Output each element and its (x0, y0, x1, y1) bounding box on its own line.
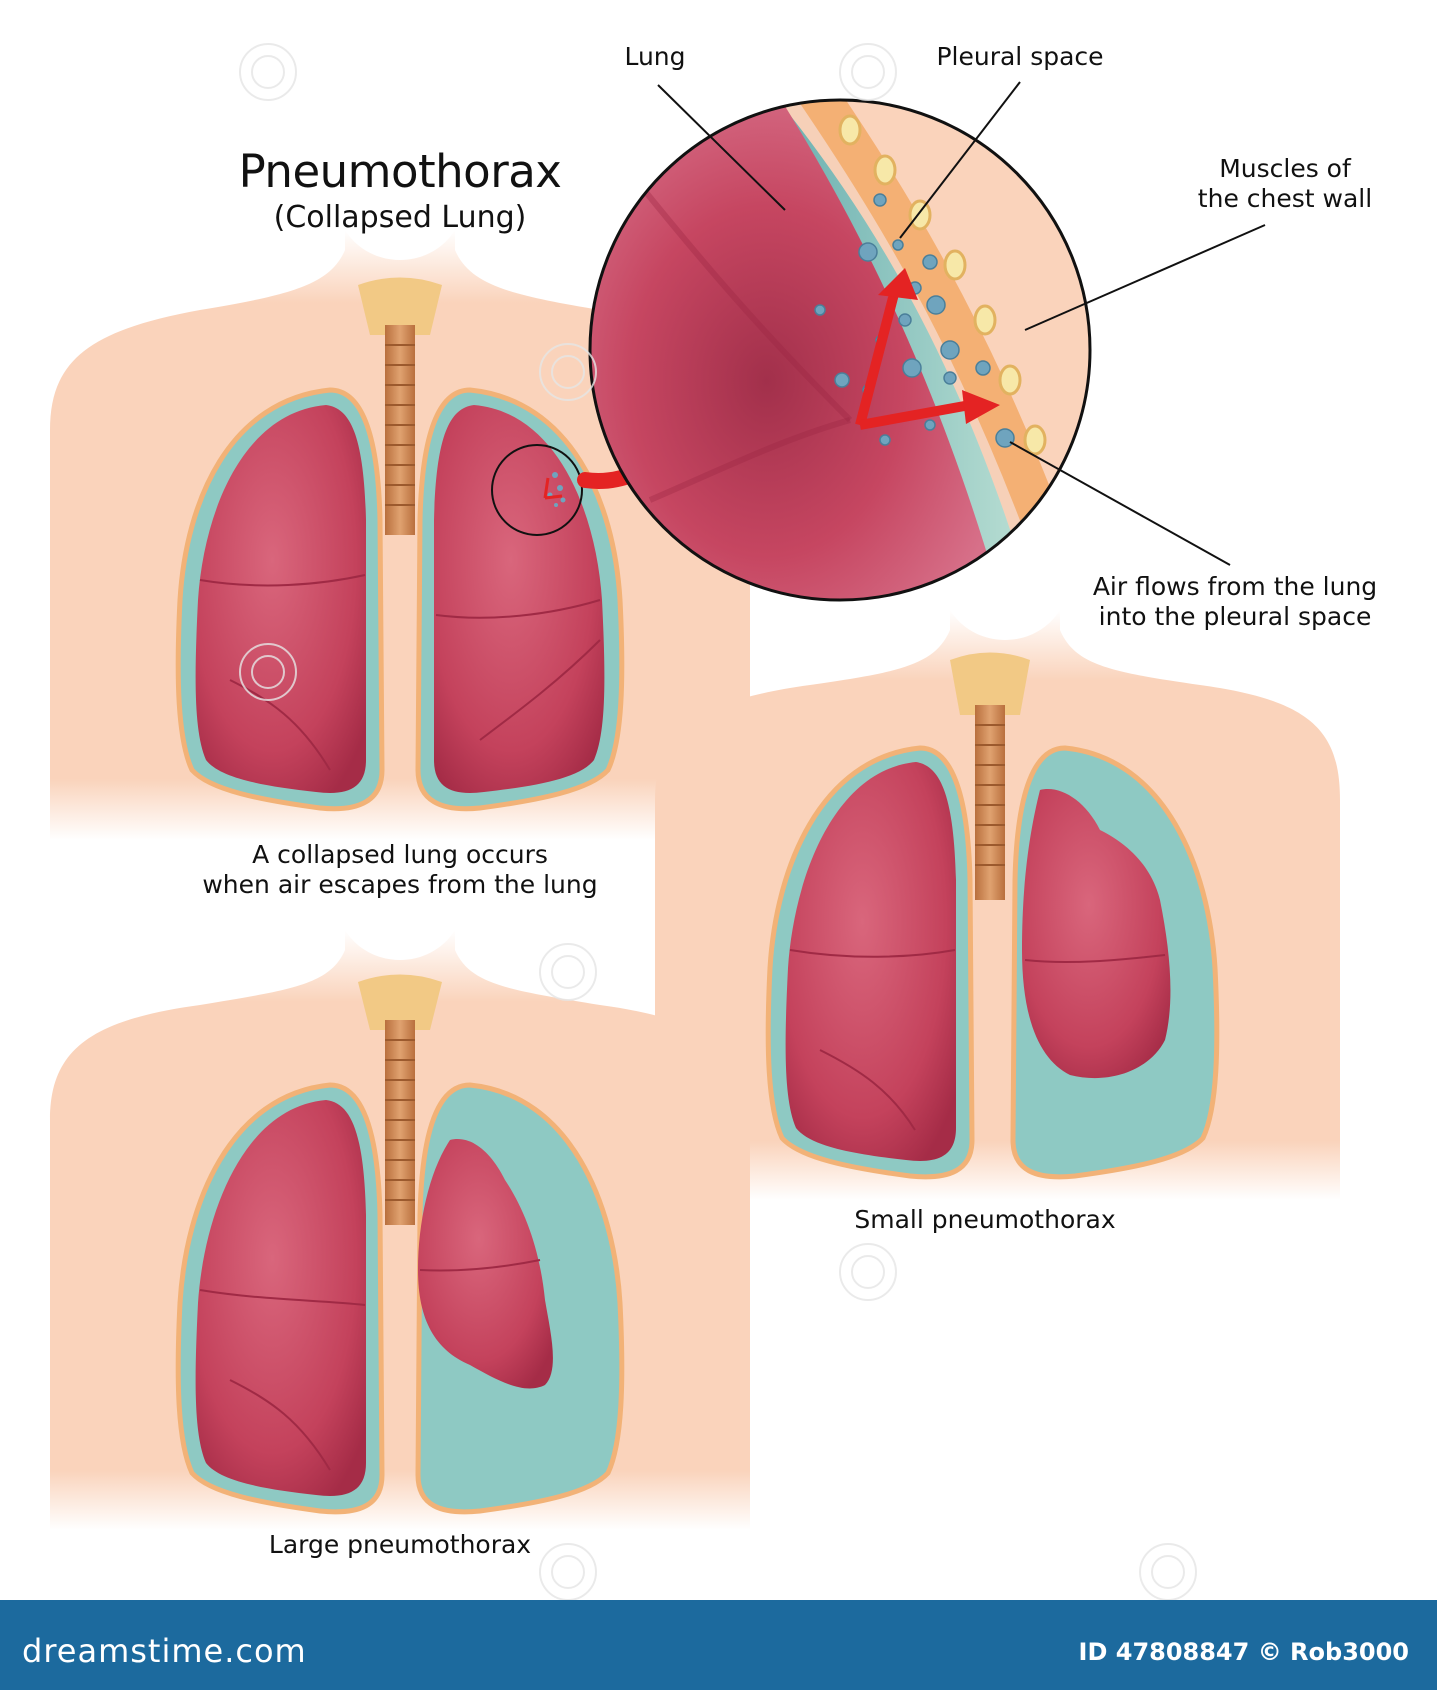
torso-collapsed-lung (50, 230, 750, 840)
callout-air-line1: Air flows from the lung (1092, 572, 1378, 601)
caption-collapsed-line2: when air escapes from the lung (202, 869, 598, 899)
caption-large-pneumothorax: Large pneumothorax (268, 1530, 532, 1559)
callout-muscles-line2: the chest wall (1197, 183, 1373, 213)
torso-large-pneumothorax (50, 930, 750, 1530)
caption-collapsed-lung: A collapsed lung occurs when air escapes… (180, 840, 620, 899)
callout-air-flow: Air flows from the lung into the pleural… (1070, 572, 1400, 631)
tiny-air-bubbles (547, 472, 566, 507)
trachea-3 (358, 974, 442, 1225)
caption-small-pneumothorax: Small pneumothorax (854, 1205, 1116, 1234)
callout-muscles-line1: Muscles of (1219, 154, 1351, 183)
page-title: Pneumothorax (238, 145, 562, 198)
watermark-swirls (239, 43, 1197, 1601)
trachea-1 (358, 277, 442, 535)
page-subtitle: (Collapsed Lung) (273, 200, 527, 235)
trachea-2 (950, 652, 1030, 900)
callout-lines (657, 81, 1266, 566)
callout-chest-wall-muscles: Muscles of the chest wall (1165, 154, 1405, 213)
footer-image-id: ID 47808847 © Rob3000 (1078, 1638, 1409, 1666)
footer-bar (0, 1600, 1437, 1690)
detail-circle (491, 444, 583, 536)
callout-pleural-space: Pleural space (936, 42, 1104, 71)
air-flow-arrows (855, 268, 1000, 430)
callout-lung: Lung (624, 42, 686, 71)
lung-1-left (175, 387, 385, 812)
lung-3-left (175, 1082, 385, 1515)
lung-2-right (1010, 745, 1220, 1180)
caption-collapsed-line1: A collapsed lung occurs (252, 840, 548, 869)
footer-logo[interactable]: dreamstime.com (22, 1632, 307, 1670)
torso-small-pneumothorax (655, 610, 1340, 1200)
lung-2-left (765, 745, 975, 1180)
tiny-arrows (543, 477, 563, 500)
magnified-view (588, 81, 1266, 602)
lung-3-right (415, 1082, 625, 1515)
callout-air-line2: into the pleural space (1098, 601, 1372, 631)
